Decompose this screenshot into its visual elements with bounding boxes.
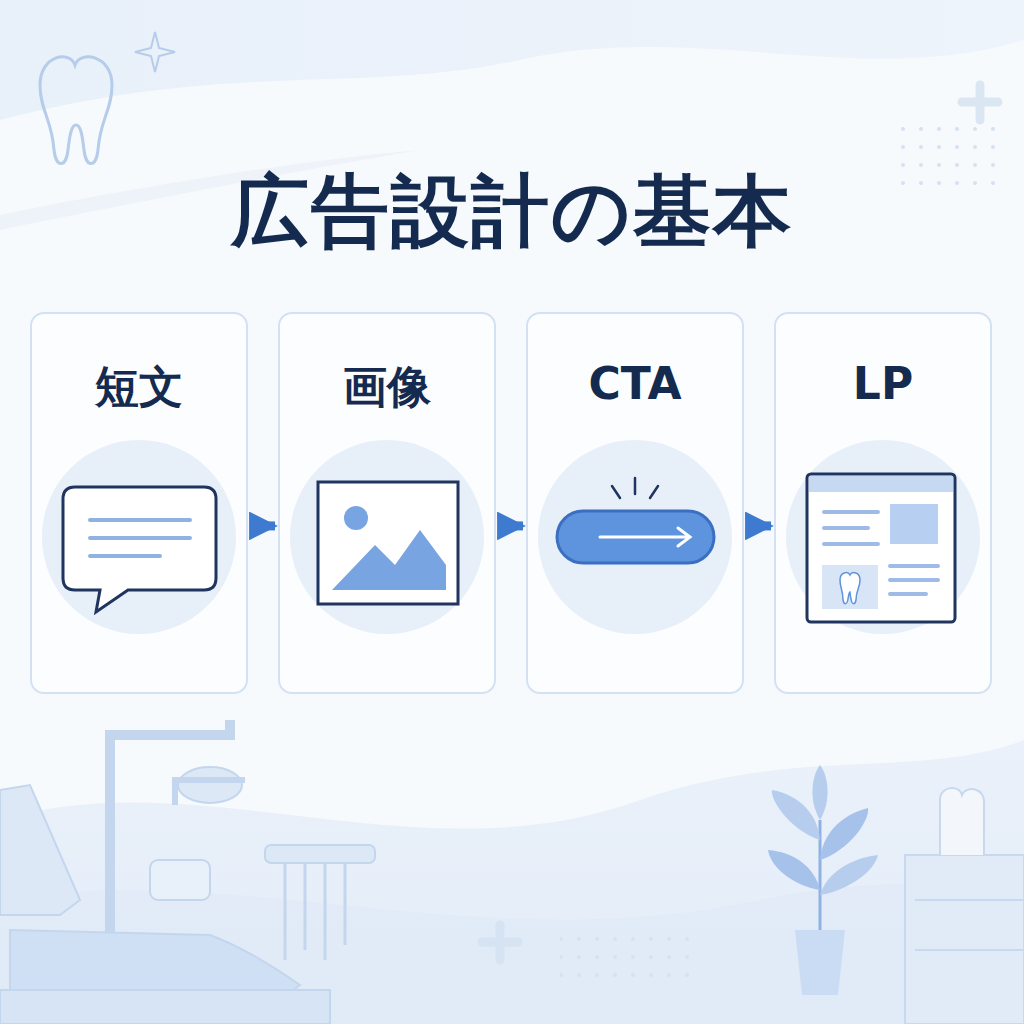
card-fills bbox=[30, 312, 992, 694]
card-heading: LP bbox=[776, 314, 990, 409]
step-card: 画像 bbox=[278, 312, 496, 694]
image-icon bbox=[318, 482, 458, 604]
bottom-wave bbox=[0, 740, 1024, 1024]
step-card: 短文 bbox=[30, 312, 248, 694]
plus-sign bbox=[482, 925, 518, 960]
flow-arrow bbox=[746, 521, 771, 530]
dental-chair bbox=[0, 720, 375, 1024]
step-card: LP bbox=[774, 312, 992, 694]
plus-sign bbox=[962, 85, 998, 120]
icon-discs bbox=[42, 440, 980, 634]
dot-grid bbox=[560, 925, 690, 980]
card-heading: 画像 bbox=[280, 314, 494, 417]
dot-grid bbox=[890, 125, 1000, 185]
diagram-title: 広告設計の基本 bbox=[0, 160, 1024, 265]
top-wave bbox=[0, 0, 1024, 120]
step-card: CTA bbox=[526, 312, 744, 694]
flow-arrow bbox=[498, 521, 523, 530]
cta-button-icon bbox=[557, 478, 714, 563]
flow-arrow bbox=[250, 521, 275, 530]
landing-page-icon bbox=[807, 474, 955, 622]
sparkle bbox=[135, 32, 175, 72]
card-heading: 短文 bbox=[32, 314, 246, 417]
tooth-icon bbox=[40, 57, 112, 164]
card-heading: CTA bbox=[528, 314, 742, 409]
plant bbox=[768, 765, 878, 995]
cabinet bbox=[905, 788, 1024, 1024]
speech-bubble-icon bbox=[63, 487, 216, 612]
